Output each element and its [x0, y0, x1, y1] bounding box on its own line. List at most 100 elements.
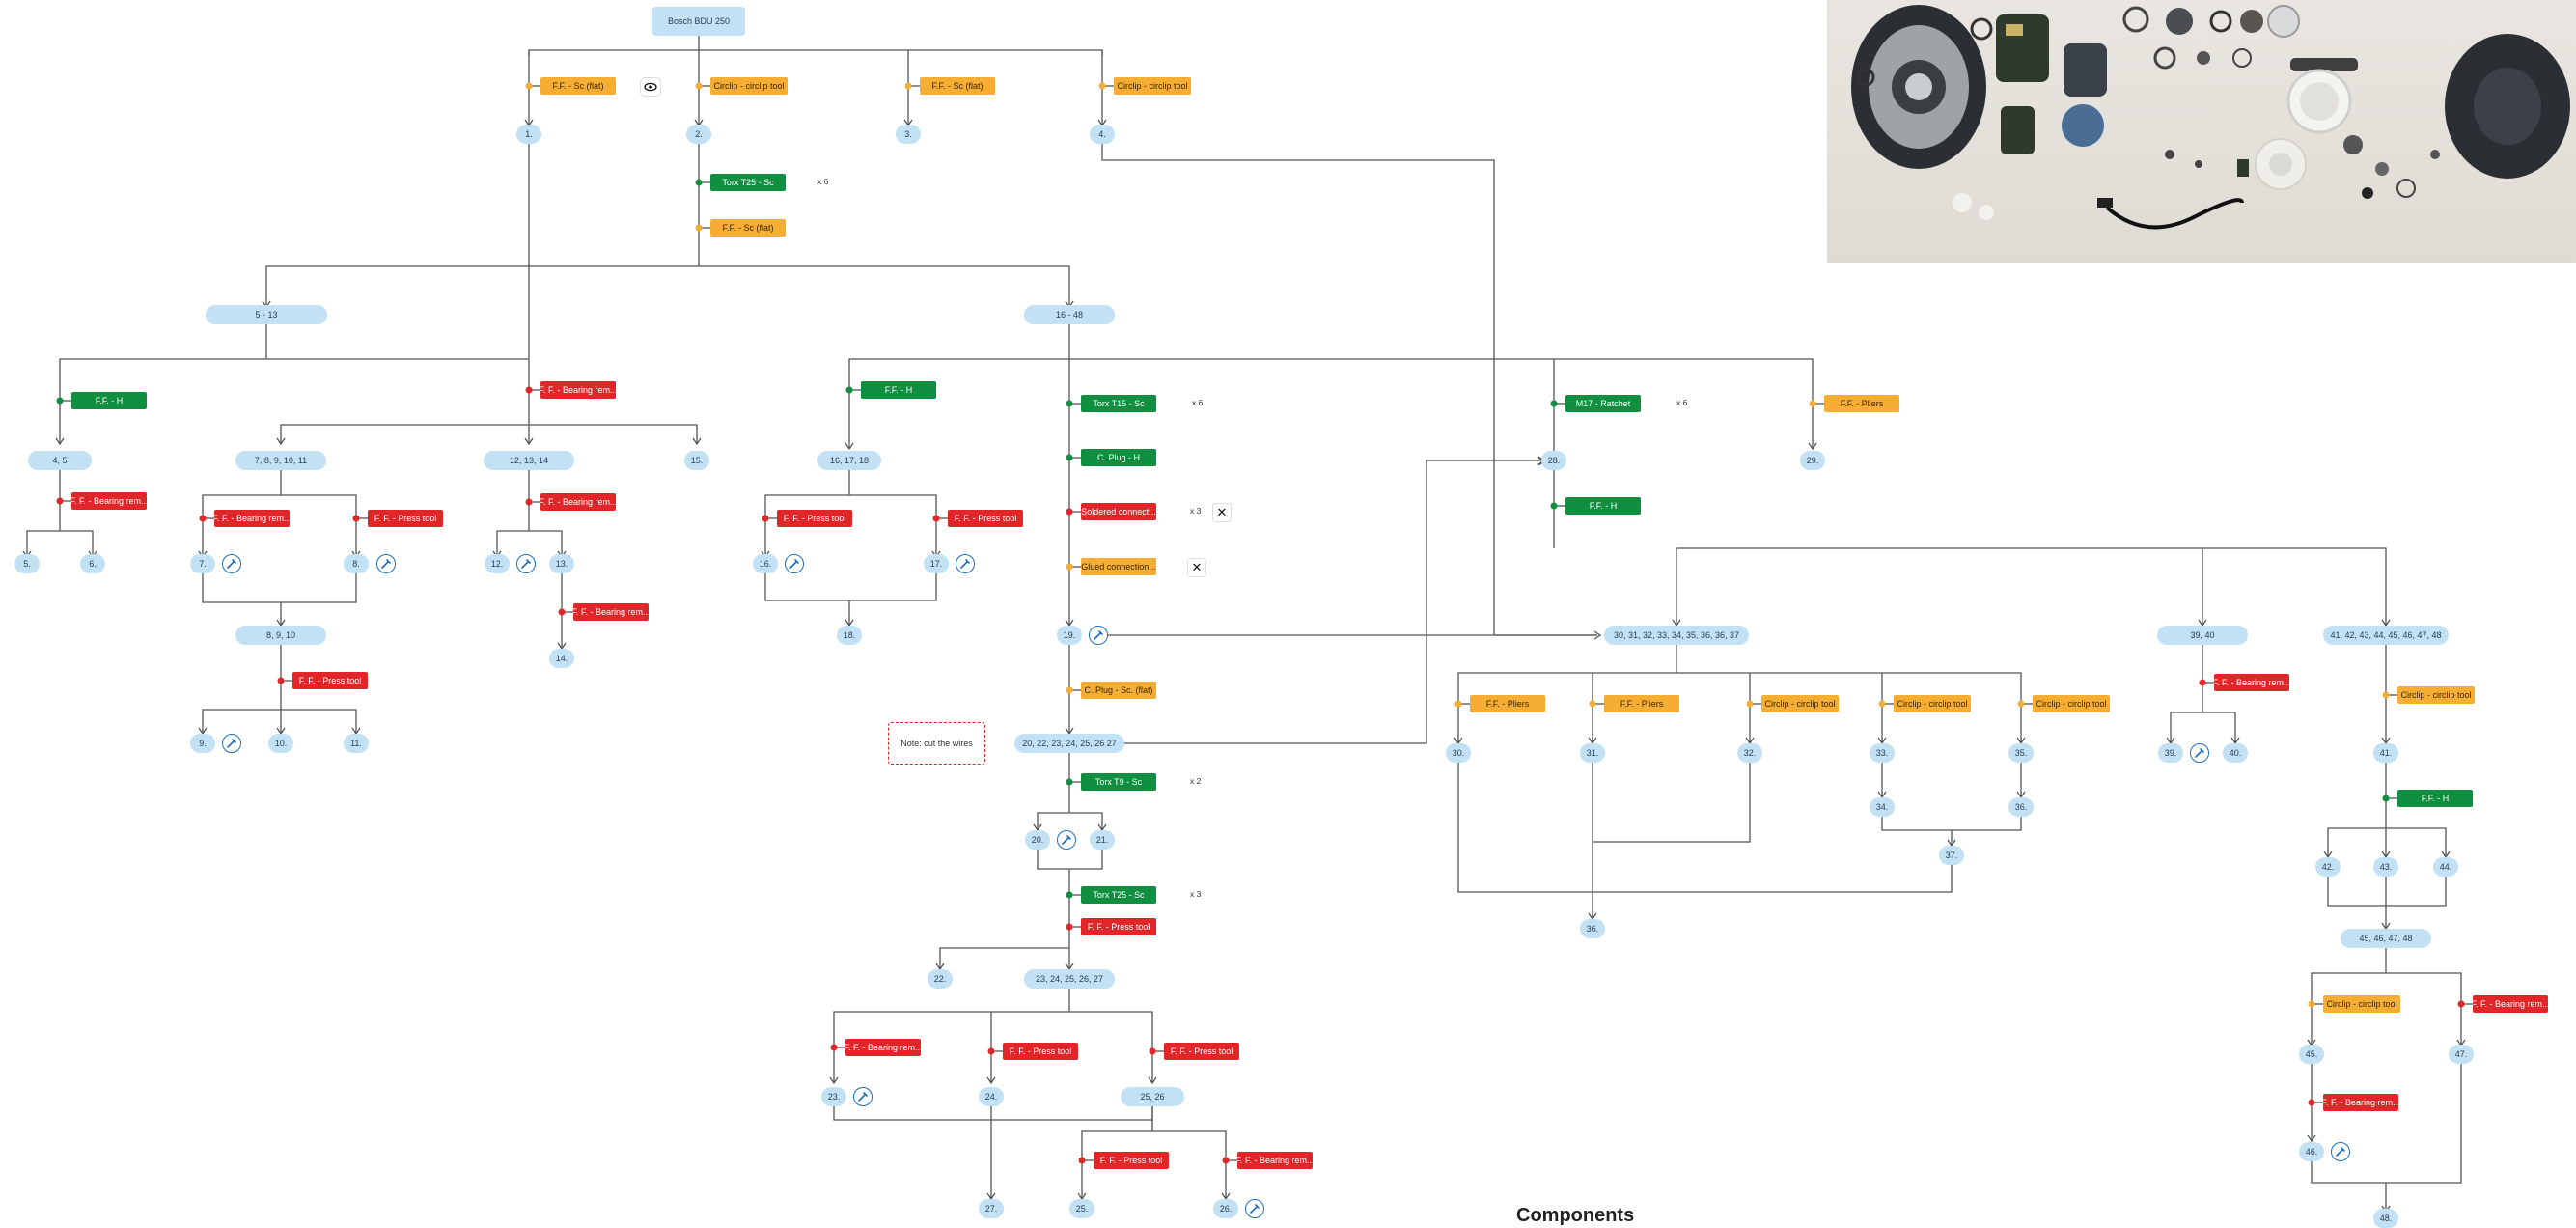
tool-dot	[1078, 1157, 1086, 1164]
step-node-n43[interactable]: 43.	[2373, 857, 2398, 877]
wrench-icon[interactable]	[516, 554, 536, 573]
connector	[1593, 763, 1751, 843]
step-node-n32[interactable]: 32.	[1737, 743, 1762, 763]
step-node-n47[interactable]: 47.	[2449, 1045, 2474, 1064]
tool-dot	[1066, 686, 1073, 694]
step-node-g20_27[interactable]: 20, 22, 23, 24, 25, 26 27	[1014, 734, 1124, 753]
step-node-n13[interactable]: 13.	[549, 554, 574, 573]
step-node-n33[interactable]: 33.	[1870, 743, 1895, 763]
step-node-n15[interactable]: 15.	[684, 451, 709, 470]
wrench-icon[interactable]	[785, 554, 804, 573]
step-node-n16[interactable]: 16.	[753, 554, 778, 573]
step-node-n27[interactable]: 27.	[979, 1199, 1004, 1218]
tool-dot	[1550, 502, 1558, 510]
wrench-icon[interactable]	[956, 554, 975, 573]
step-node-n5[interactable]: 5.	[14, 554, 40, 573]
wrench-icon[interactable]	[1057, 830, 1076, 850]
step-node-n17[interactable]: 17.	[924, 554, 949, 573]
step-node-n46[interactable]: 46.	[2299, 1142, 2324, 1161]
wrench-icon[interactable]	[2190, 743, 2209, 763]
step-node-n22[interactable]: 22.	[928, 969, 953, 989]
step-node-g23_27[interactable]: 23, 24, 25, 26, 27	[1024, 969, 1115, 989]
step-node-n18[interactable]: 18.	[837, 626, 862, 645]
step-node-n2[interactable]: 2.	[686, 125, 711, 144]
step-node-n28[interactable]: 28.	[1541, 451, 1566, 470]
arrowhead	[1148, 1076, 1157, 1085]
step-node-n44[interactable]: 44.	[2433, 857, 2458, 877]
step-node-n25[interactable]: 25.	[1069, 1199, 1094, 1218]
step-node-n34[interactable]: 34.	[1870, 797, 1895, 817]
step-node-g4_5[interactable]: 4, 5	[28, 451, 92, 470]
wrench-icon[interactable]	[376, 554, 396, 573]
step-node-n30[interactable]: 30.	[1446, 743, 1471, 763]
step-node-n37[interactable]: 37.	[1939, 846, 1964, 865]
step-node-g5_13[interactable]: 5 - 13	[206, 305, 327, 324]
step-node-g16_48[interactable]: 16 - 48	[1024, 305, 1115, 324]
wrench-icon[interactable]	[853, 1087, 873, 1106]
step-node-n6[interactable]: 6.	[80, 554, 105, 573]
step-node-n29[interactable]: 29.	[1800, 451, 1825, 470]
step-node-n24[interactable]: 24.	[979, 1087, 1004, 1106]
step-node-n35[interactable]: 35.	[2008, 743, 2034, 763]
wrench-icon[interactable]	[1245, 1199, 1264, 1218]
step-node-g7_11[interactable]: 7, 8, 9, 10, 11	[235, 451, 326, 470]
step-node-g41_48[interactable]: 41, 42, 43, 44, 45, 46, 47, 48	[2323, 626, 2449, 645]
step-node-n12[interactable]: 12.	[485, 554, 510, 573]
tool-label-ff_bearing: F. F. - Bearing rem...	[845, 1039, 921, 1056]
step-node-n8[interactable]: 8.	[344, 554, 369, 573]
step-node-g30_37[interactable]: 30, 31, 32, 33, 34, 35, 36, 36, 37	[1604, 626, 1749, 645]
step-node-g8_10[interactable]: 8, 9, 10	[235, 626, 326, 645]
arrowhead	[2307, 1134, 2316, 1143]
step-node-n23[interactable]: 23.	[821, 1087, 846, 1106]
step-node-n20[interactable]: 20.	[1025, 830, 1050, 850]
wrench-icon[interactable]	[1089, 626, 1108, 645]
step-node-n19[interactable]: 19.	[1057, 626, 1082, 645]
step-node-n41[interactable]: 41.	[2373, 743, 2398, 763]
arrowhead	[845, 442, 854, 451]
step-node-n7[interactable]: 7.	[190, 554, 215, 573]
tool-label-m17: M17 - Ratchet	[1565, 395, 1641, 412]
eye-icon[interactable]	[640, 77, 661, 97]
connector	[1101, 144, 1597, 636]
step-node-n10[interactable]: 10.	[268, 734, 293, 753]
step-node-n26[interactable]: 26.	[1213, 1199, 1238, 1218]
tool-dot	[2457, 1000, 2465, 1008]
step-node-n11[interactable]: 11.	[344, 734, 369, 753]
step-node-n3[interactable]: 3.	[896, 125, 921, 144]
step-node-n4[interactable]: 4.	[1090, 125, 1115, 144]
close-icon[interactable]: ✕	[1212, 503, 1232, 522]
step-node-n36b[interactable]: 36.	[2008, 797, 2034, 817]
wrench-icon[interactable]	[2331, 1142, 2350, 1161]
tool-label-torx_t25b: Torx T25 - Sc	[1081, 886, 1156, 904]
tool-dot	[1589, 700, 1596, 708]
step-node-n39[interactable]: 39.	[2158, 743, 2183, 763]
wrench-icon[interactable]	[222, 554, 241, 573]
tool-dot	[987, 1047, 995, 1055]
tool-label-ff_pliers: F.F. - Pliers	[1470, 695, 1545, 712]
step-node-g25_26[interactable]: 25, 26	[1121, 1087, 1184, 1106]
tool-dot	[1746, 700, 1754, 708]
step-node-g45_48[interactable]: 45, 46, 47, 48	[2341, 929, 2431, 948]
repeat-count: x 3	[1190, 889, 1202, 899]
step-node-n36[interactable]: 36.	[1580, 919, 1605, 938]
step-node-n31[interactable]: 31.	[1580, 743, 1605, 763]
close-icon[interactable]: ✕	[1187, 558, 1206, 577]
tool-label-ff_press: F. F. - Press tool	[1094, 1152, 1169, 1169]
step-node-n9[interactable]: 9.	[190, 734, 215, 753]
wrench-icon[interactable]	[222, 734, 241, 753]
tool-dot	[1066, 778, 1073, 786]
step-node-g39_40[interactable]: 39, 40	[2157, 626, 2248, 645]
step-node-n1[interactable]: 1.	[516, 125, 541, 144]
step-node-n45[interactable]: 45.	[2299, 1045, 2324, 1064]
step-node-n40[interactable]: 40.	[2223, 743, 2248, 763]
arrowhead	[276, 437, 286, 446]
step-node-n48[interactable]: 48.	[2373, 1209, 2398, 1228]
tool-label-ff_press: F. F. - Press tool	[1003, 1043, 1078, 1060]
step-node-n21[interactable]: 21.	[1090, 830, 1115, 850]
step-node-n14[interactable]: 14.	[549, 649, 574, 668]
step-node-n42[interactable]: 42.	[2315, 857, 2341, 877]
arrowhead	[986, 1076, 996, 1085]
step-node-g12_14[interactable]: 12, 13, 14	[484, 451, 574, 470]
step-node-root[interactable]: Bosch BDU 250	[652, 7, 745, 36]
step-node-g16_18[interactable]: 16, 17, 18	[817, 451, 881, 470]
